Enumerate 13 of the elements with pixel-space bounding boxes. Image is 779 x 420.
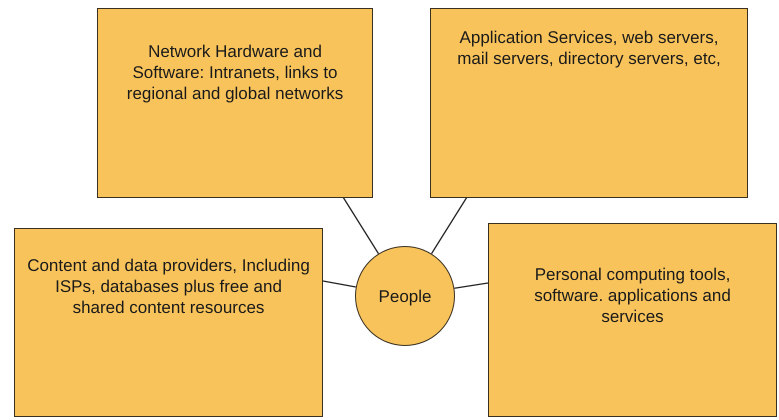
connector-line <box>454 282 488 289</box>
text-box <box>488 223 777 417</box>
node-text: Content and data providers, Including ISPs, databases plus free and shared content resources <box>27 255 310 318</box>
connector-line <box>342 196 380 254</box>
text-box <box>14 228 323 417</box>
node-text: Personal computing tools, software. applications and services <box>533 264 732 327</box>
connector-line <box>322 280 356 288</box>
text-box <box>430 8 748 198</box>
node-text: People <box>378 286 432 306</box>
connector-line <box>430 196 468 254</box>
node-text: Application Services, web servers, mail servers, directory servers, etc, <box>456 27 722 69</box>
node-text: Network Hardware and Software: Intranets, links to regional and global networks <box>126 41 344 104</box>
text-box <box>97 8 373 198</box>
